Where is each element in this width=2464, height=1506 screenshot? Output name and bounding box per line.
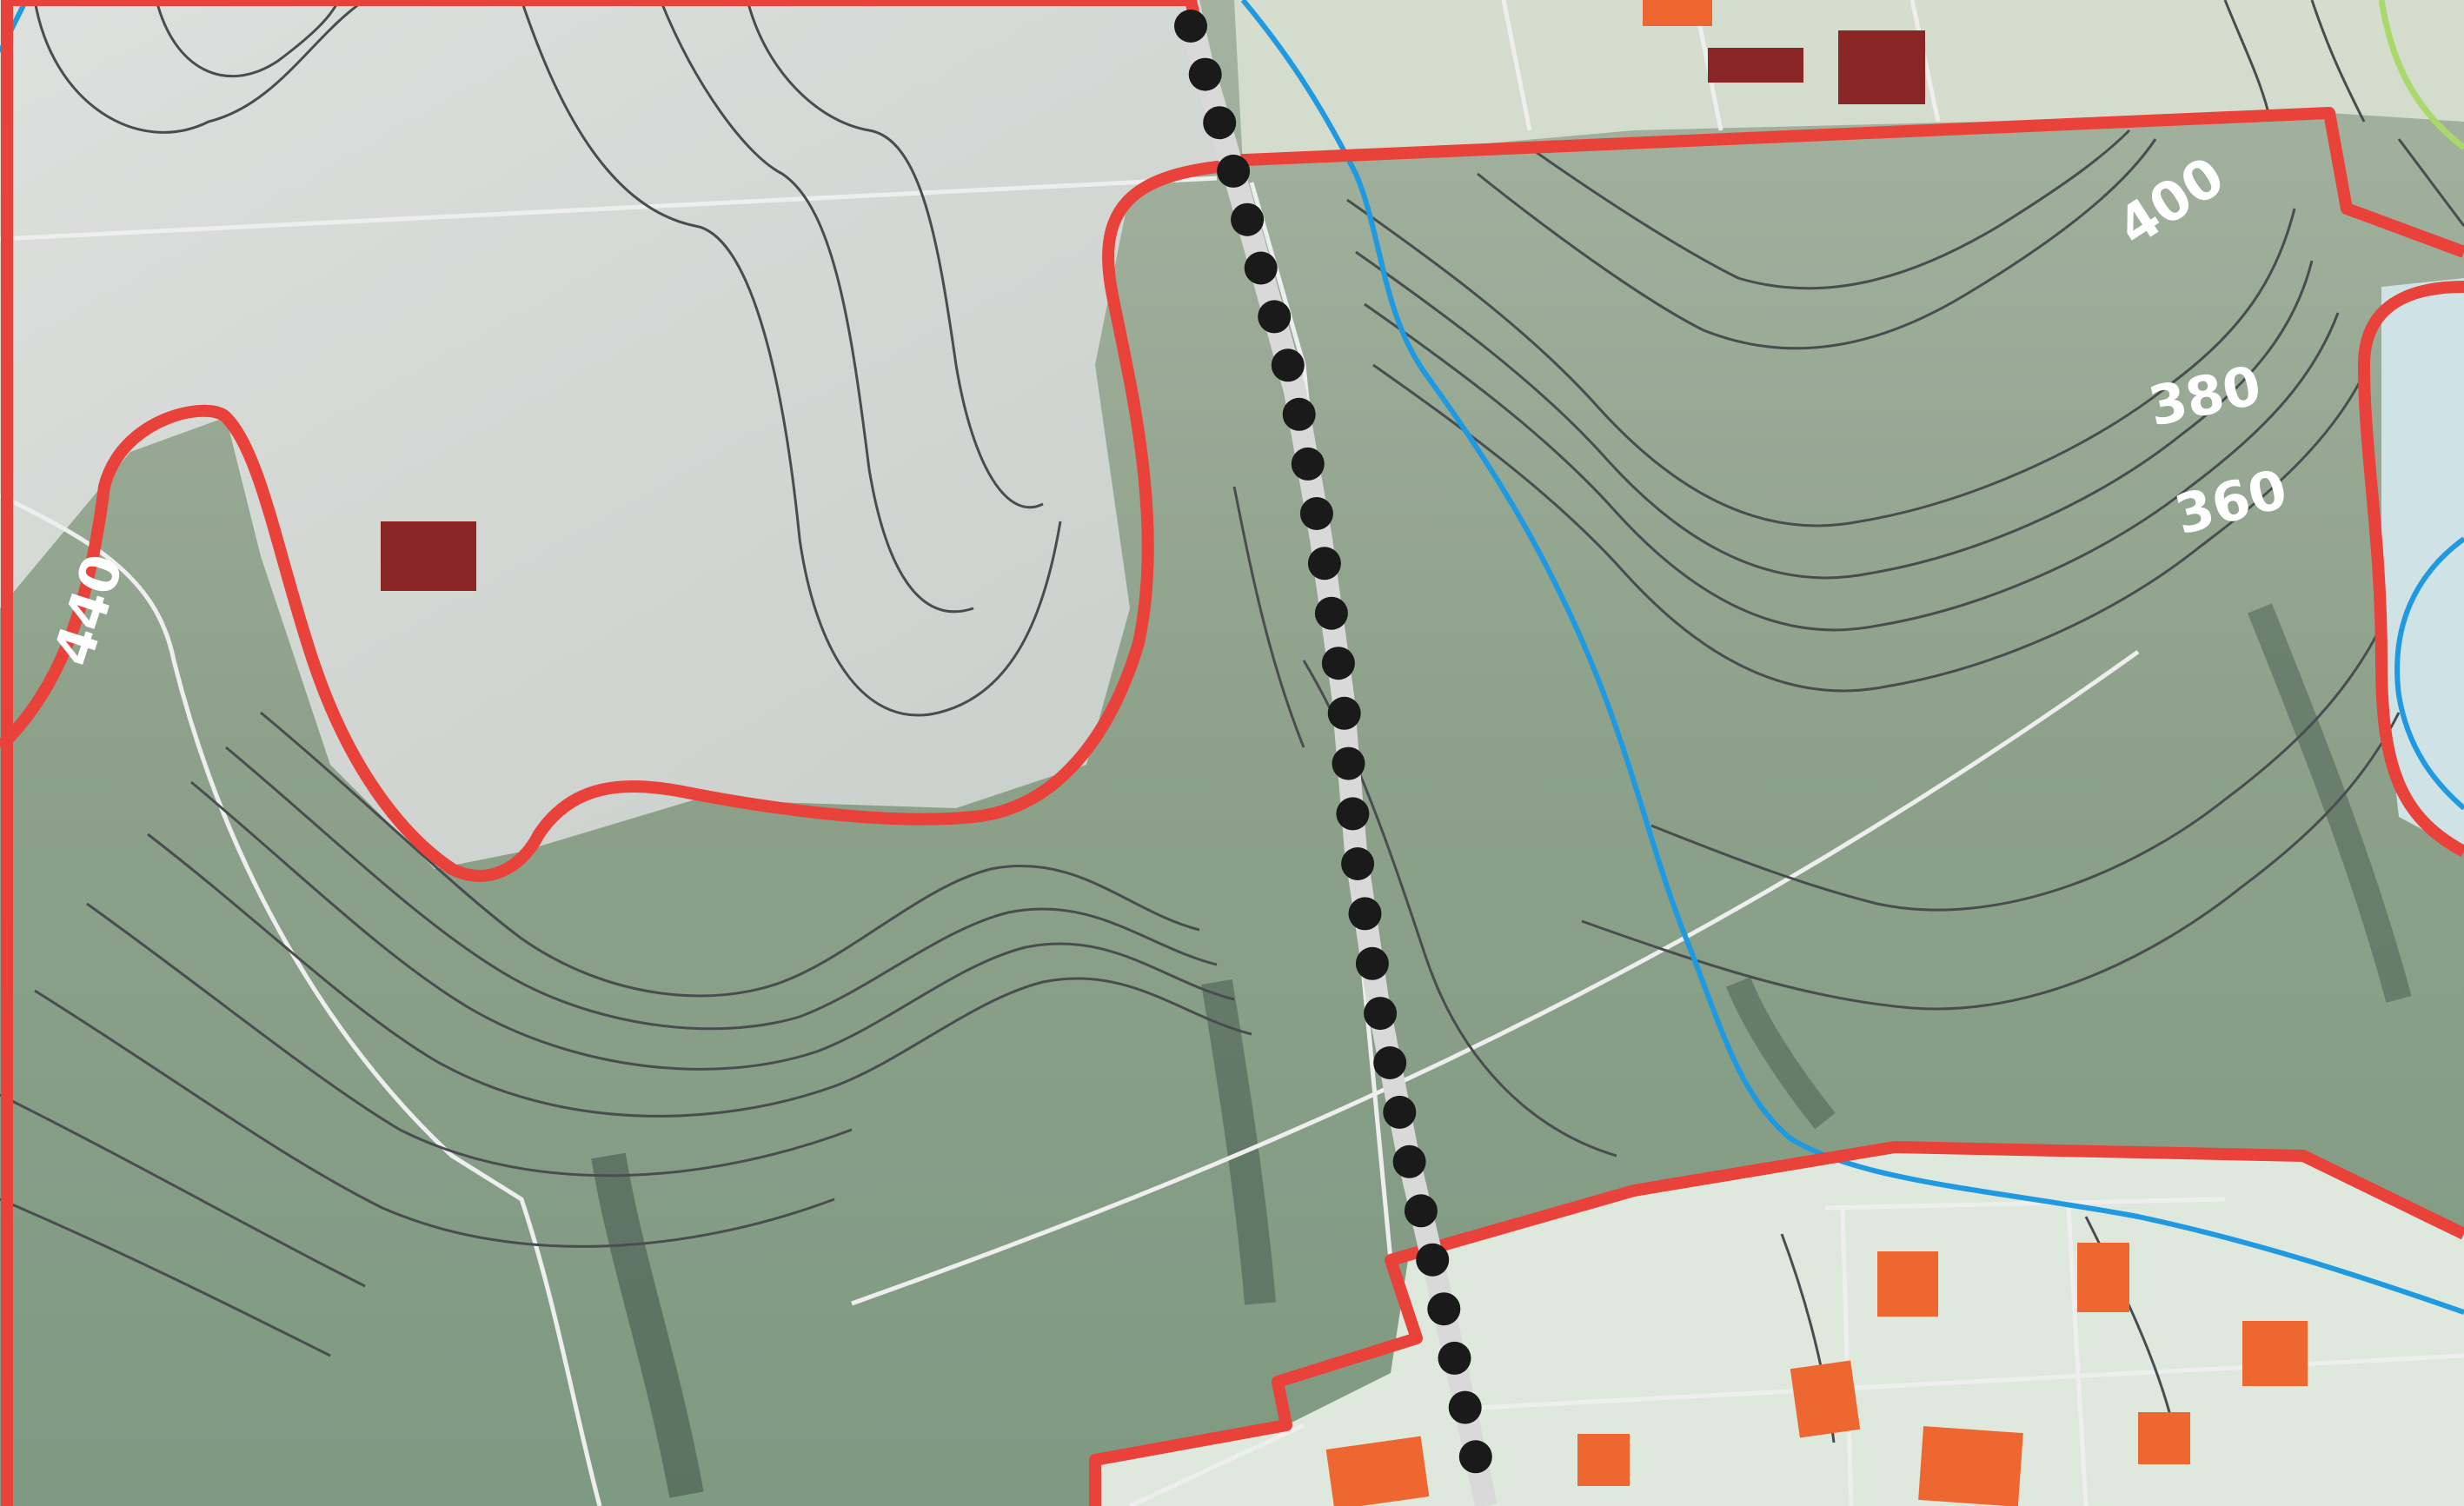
contour-line (1355, 250, 2314, 580)
track-dot (1321, 647, 1355, 680)
contour-line (1232, 486, 1305, 748)
proposed-building (1577, 1434, 1630, 1486)
contour-line (190, 780, 1235, 1071)
track-dot (1188, 57, 1222, 91)
contour-line (2310, 0, 2366, 123)
track-dot (1282, 397, 1316, 431)
contour-line (33, 0, 366, 134)
dotted-track (1174, 10, 1498, 1506)
contour-line (0, 1093, 366, 1288)
track-dot (1258, 300, 1292, 334)
contour-line (147, 833, 1252, 1118)
track-dot (1458, 1440, 1492, 1474)
proposed-building (1643, 0, 1712, 26)
contour-line (155, 0, 341, 77)
track-dot (1299, 497, 1333, 530)
existing-building (1708, 48, 1803, 83)
parcel-line (851, 649, 2140, 1306)
contour-line (659, 0, 974, 614)
track-dot (1392, 1144, 1426, 1178)
track-dot (1336, 797, 1370, 831)
track-dot (1217, 154, 1251, 188)
parcel-line (0, 493, 602, 1506)
boundary-line-south (1089, 1141, 2464, 1506)
contour-line (1477, 138, 2157, 350)
contour-line (2397, 138, 2464, 227)
track-dot (1404, 1194, 1438, 1228)
proposed-building (2077, 1243, 2129, 1312)
contour-line (1650, 625, 2383, 912)
parcel-line (2066, 1207, 2089, 1506)
tree-line-1 (591, 1152, 704, 1498)
parcel-line (1501, 0, 1532, 131)
proposed-building (1918, 1426, 2023, 1506)
proposed-building (1790, 1360, 1861, 1438)
settlement-area (1095, 1147, 2464, 1506)
boundary-line-east-parcel (2358, 281, 2464, 858)
track-dot (1341, 847, 1375, 880)
track-dot (1291, 447, 1325, 481)
track-dot (1327, 696, 1361, 730)
parcel-line (1840, 1207, 1854, 1506)
contour-line (1372, 363, 2366, 693)
proposed-buildings (1325, 0, 2308, 1506)
proposed-building (2242, 1321, 2308, 1386)
proposed-building (1877, 1251, 1938, 1317)
contour-lines (0, 0, 2464, 1443)
contour-line (1529, 129, 2131, 290)
track-dot (1203, 106, 1237, 140)
track-dot (1244, 251, 1278, 285)
proposed-building (2138, 1412, 2190, 1464)
contour-line (2223, 0, 2270, 114)
contour-line (0, 1198, 331, 1357)
stream-line (1240, 0, 2464, 1315)
contour-line (1364, 302, 2340, 632)
contour-line (260, 711, 1200, 998)
track-dot (1355, 946, 1389, 980)
existing-building (1838, 30, 1925, 104)
track-dot (1271, 348, 1305, 382)
contour-line (1581, 712, 2401, 1011)
contour-line (225, 746, 1218, 1031)
zone-boundary-green (2378, 0, 2464, 150)
existing-buildings (381, 30, 1925, 591)
boundary-line-inner (0, 159, 1235, 882)
contour-line (1346, 198, 2296, 527)
contour-line (746, 0, 1044, 509)
track-dot (1348, 897, 1382, 931)
track-dot (1448, 1390, 1482, 1424)
parcel-line (0, 176, 1218, 242)
track-dot (1332, 746, 1365, 780)
track-dot (1427, 1292, 1461, 1326)
contour-line (520, 0, 1062, 717)
track-dot (1383, 1095, 1417, 1129)
track-dot (1174, 10, 1207, 43)
stream-line (2394, 536, 2464, 811)
proposed-building (1325, 1436, 1430, 1506)
parcel-line (1824, 1197, 2226, 1211)
contour-line (86, 902, 853, 1178)
track-dot (1416, 1243, 1450, 1277)
parcel-line (1128, 1423, 1305, 1506)
contour-line (34, 989, 835, 1248)
track-dot (1307, 547, 1341, 581)
track-dot (1438, 1341, 1471, 1375)
tree-line-3 (1726, 977, 1836, 1130)
track-dot (1314, 596, 1348, 630)
track-dot (1373, 1046, 1407, 1079)
track-dot (1231, 202, 1265, 236)
existing-building (381, 521, 476, 591)
track-dot (1364, 997, 1398, 1031)
